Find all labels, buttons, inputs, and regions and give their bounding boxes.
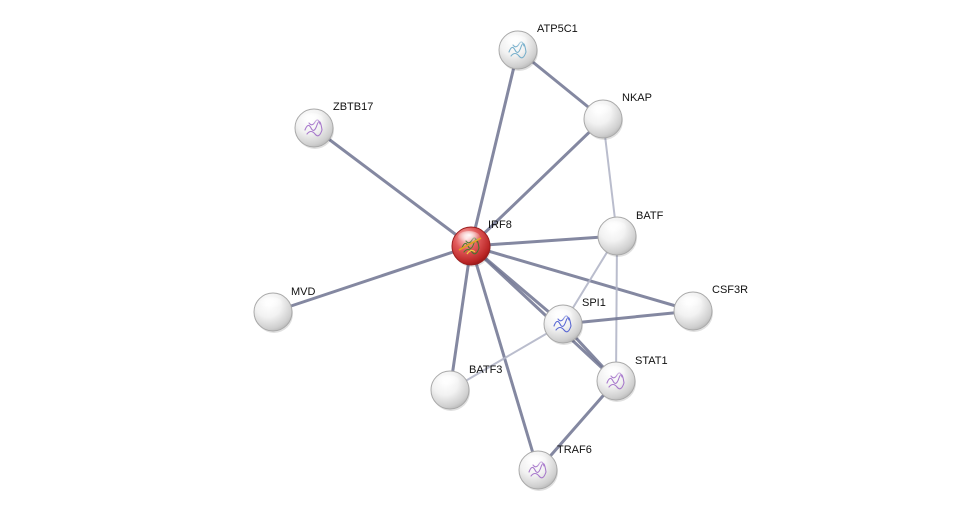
- node-label-zbtb17: ZBTB17: [333, 101, 373, 113]
- node-batf[interactable]: [597, 216, 637, 257]
- node-atp5c1[interactable]: [498, 30, 538, 71]
- edge-stat1-traf6[interactable]: [536, 379, 618, 472]
- node-label-nkap: NKAP: [622, 92, 652, 104]
- node-highlight: [604, 221, 626, 233]
- edge-irf8-batf[interactable]: [469, 234, 619, 248]
- node-label-csf3r: CSF3R: [712, 284, 748, 296]
- node-label-traf6: TRAF6: [557, 444, 592, 456]
- node-stat1[interactable]: [596, 361, 636, 402]
- node-highlight: [437, 375, 459, 387]
- node-highlight: [505, 35, 527, 47]
- node-highlight: [260, 297, 282, 309]
- node-highlight: [458, 231, 480, 243]
- edge-irf8-csf3r[interactable]: [469, 244, 695, 313]
- node-nkap[interactable]: [583, 99, 623, 140]
- edge-batf-stat1[interactable]: [615, 235, 618, 382]
- node-traf6[interactable]: [518, 450, 558, 491]
- edge-irf8-batf3[interactable]: [448, 244, 473, 392]
- edge-irf8-atp5c1[interactable]: [469, 48, 520, 248]
- node-highlight: [301, 113, 323, 125]
- edge-irf8-nkap[interactable]: [469, 117, 605, 248]
- node-label-mvd: MVD: [291, 286, 316, 298]
- nodes-layer: [253, 30, 713, 491]
- node-label-stat1: STAT1: [635, 355, 668, 367]
- node-mvd[interactable]: [253, 292, 293, 333]
- edge-spi1-csf3r[interactable]: [561, 309, 695, 326]
- node-highlight: [550, 309, 572, 321]
- node-irf8[interactable]: [451, 226, 491, 267]
- edge-irf8-stat1[interactable]: [469, 244, 618, 383]
- node-label-atp5c1: ATP5C1: [537, 23, 578, 35]
- node-spi1[interactable]: [543, 304, 583, 345]
- node-highlight: [680, 296, 702, 308]
- node-batf3[interactable]: [430, 370, 470, 411]
- edge-irf8-mvd[interactable]: [271, 244, 473, 314]
- edge-nkap-batf[interactable]: [602, 118, 618, 237]
- node-label-batf: BATF: [636, 210, 664, 222]
- node-csf3r[interactable]: [673, 291, 713, 332]
- node-label-batf3: BATF3: [469, 364, 502, 376]
- node-highlight: [590, 104, 612, 116]
- edge-irf8-zbtb17[interactable]: [312, 126, 473, 248]
- node-label-spi1: SPI1: [582, 297, 606, 309]
- node-highlight: [603, 366, 625, 378]
- edge-spi1-batf3[interactable]: [449, 323, 564, 391]
- node-zbtb17[interactable]: [294, 108, 334, 149]
- node-label-irf8: IRF8: [488, 219, 512, 231]
- node-highlight: [525, 455, 547, 467]
